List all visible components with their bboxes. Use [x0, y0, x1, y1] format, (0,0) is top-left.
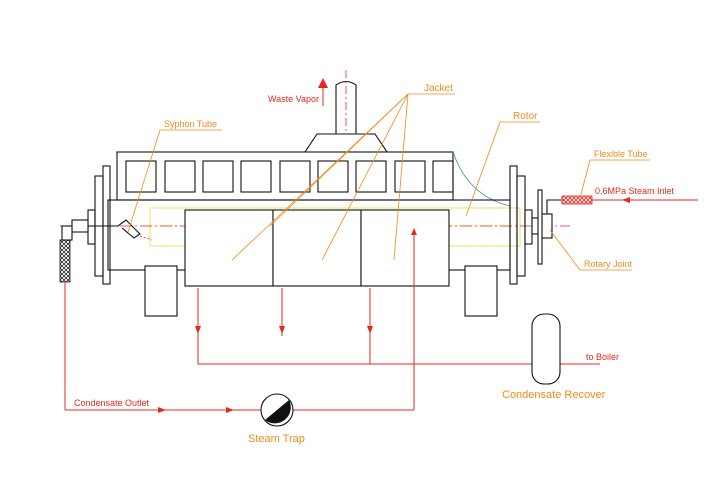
label-rotary-joint: Rotary Joint [584, 259, 633, 269]
label-waste-vapor: Waste Vapor [268, 94, 319, 104]
steam-trap-symbol [260, 393, 294, 427]
exhaust-stack [303, 70, 389, 153]
label-syphon-tube: Syphon Tube [164, 119, 217, 129]
flexible-tube [561, 195, 593, 205]
upper-housing [116, 151, 511, 207]
leader-lines [127, 93, 650, 271]
label-condensate-outlet: Condensate Outlet [74, 398, 150, 408]
condensate-recover-tank [531, 313, 561, 385]
label-steam-trap: Steam Trap [248, 433, 305, 445]
label-condensate-recover: Condensate Recover [502, 389, 606, 401]
label-rotor: Rotor [513, 111, 538, 122]
syphon-tube [110, 219, 153, 241]
main-drum [60, 165, 570, 317]
rotary-joint [531, 189, 562, 265]
label-steam-inlet: 0.6MPa Steam Inlet [595, 186, 675, 196]
piping [64, 78, 698, 413]
label-flexible-tube: Flexible Tube [594, 149, 648, 159]
label-jacket: Jacket [424, 83, 453, 94]
label-to-boiler: to Boiler [586, 352, 619, 362]
